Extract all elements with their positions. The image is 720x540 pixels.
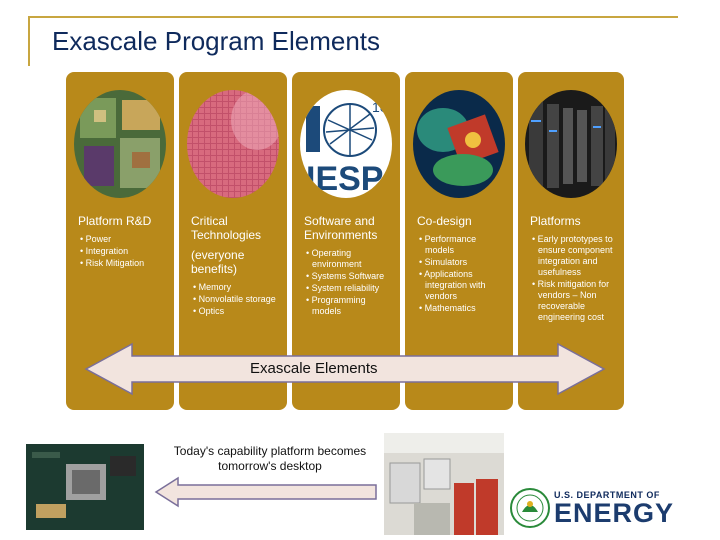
- arrow-label: Exascale Elements: [250, 360, 378, 377]
- list-item: Power: [78, 234, 168, 245]
- slide-title: Exascale Program Elements: [52, 26, 381, 56]
- list-item: Performance models: [417, 234, 507, 256]
- list-item: Risk mitigation for vendors – Non recove…: [530, 279, 618, 323]
- exascale-double-arrow: [84, 342, 606, 396]
- title-frame-left: [28, 16, 30, 66]
- list-item: Operating environment: [304, 248, 394, 270]
- caption: Today's capability platform becomes tomo…: [173, 444, 367, 473]
- chip-photo: [74, 90, 166, 198]
- left-arrow: [154, 476, 377, 508]
- column-heading: Co-design: [417, 214, 472, 228]
- column-list: Performance models Simulators Applicatio…: [417, 234, 507, 315]
- list-item: Memory: [191, 282, 281, 293]
- column-list: Memory Nonvolatile storage Optics: [191, 282, 281, 318]
- motherboard-photo: [26, 444, 144, 530]
- column-list: Operating environment Systems Software S…: [304, 248, 394, 318]
- list-item: Early prototypes to ensure component int…: [530, 234, 618, 278]
- column-subheading: (everyone benefits): [191, 248, 245, 276]
- column-heading: Software and Environments: [304, 214, 378, 242]
- list-item: Optics: [191, 306, 281, 317]
- wafer-photo: [187, 90, 279, 198]
- column-co-design: Co-design Performance models Simulators …: [405, 72, 513, 410]
- list-item: Applications integration with vendors: [417, 269, 507, 302]
- simulation-visualization: [413, 90, 505, 198]
- list-item: Mathematics: [417, 303, 507, 314]
- list-item: Simulators: [417, 257, 507, 268]
- list-item: Integration: [78, 246, 168, 257]
- column-heading: Critical Technologies: [191, 214, 262, 242]
- column-list: Power Integration Risk Mitigation: [78, 234, 168, 270]
- doe-line1: U.S. DEPARTMENT OF: [554, 490, 660, 500]
- column-heading: Platform R&D: [78, 214, 152, 228]
- column-heading: Platforms: [530, 214, 581, 228]
- list-item: Programming models: [304, 295, 394, 317]
- title-frame-top: [28, 16, 678, 18]
- column-critical-technologies: Critical Technologies (everyone benefits…: [179, 72, 287, 410]
- doe-seal-icon: [510, 488, 550, 528]
- column-list: Early prototypes to ensure component int…: [530, 234, 618, 324]
- list-item: Systems Software: [304, 271, 394, 282]
- datacenter-photo: [525, 90, 617, 198]
- list-item: Nonvolatile storage: [191, 294, 281, 305]
- doe-line2: ENERGY: [554, 498, 675, 528]
- list-item: Risk Mitigation: [78, 258, 168, 269]
- list-item: System reliability: [304, 283, 394, 294]
- column-software-environments: 10 IESP Software and Environments Operat…: [292, 72, 400, 410]
- computer-room-photo: [384, 433, 504, 535]
